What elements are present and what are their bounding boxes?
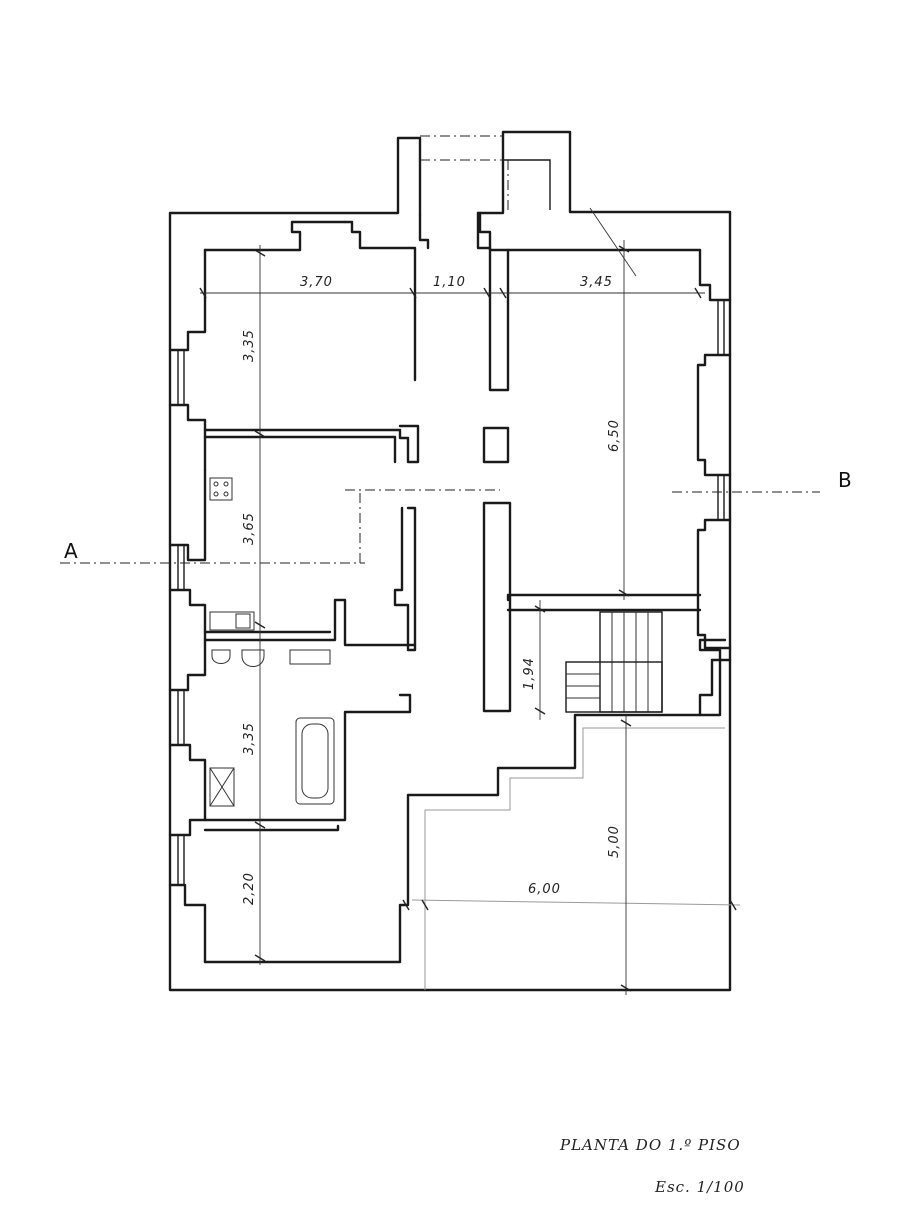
dim-label-width-right: 3,45 — [580, 275, 613, 290]
dim-label-width-middle: 1,10 — [433, 275, 466, 290]
dim-label-room4-depth: 2,20 — [242, 872, 257, 905]
stove-icon — [209, 477, 233, 501]
drawing-scale: Esc. 1/100 — [654, 1178, 745, 1196]
exterior-walls — [168, 130, 732, 992]
dimension-labels: 3,70 1,10 3,45 3,35 3,65 3,35 2,20 6,50 … — [242, 275, 622, 905]
section-mark-b: B — [838, 468, 852, 492]
terrace-outline — [411, 727, 741, 990]
shower-icon — [209, 767, 235, 807]
dim-label-terrace-depth: 5,00 — [607, 825, 622, 858]
drawing-title: PLANTA DO 1.º PISO — [559, 1136, 741, 1154]
dim-label-kitchen-depth: 3,65 — [242, 512, 257, 545]
dim-label-bath-depth: 3,35 — [242, 722, 257, 755]
dim-label-hall-depth: 6,50 — [607, 419, 622, 452]
kitchen-sink-icon — [209, 611, 255, 631]
section-mark-a: A — [64, 539, 78, 563]
dim-label-stair-depth: 1,94 — [522, 657, 537, 690]
dim-label-terrace-width: 6,00 — [528, 882, 561, 897]
bidet-icon — [241, 649, 265, 667]
staircase — [565, 611, 663, 713]
interior-walls — [203, 424, 702, 832]
fixtures — [209, 477, 335, 807]
bathtub-icon — [295, 717, 335, 805]
dim-label-width-left: 3,70 — [300, 275, 333, 290]
dimension-lines — [199, 207, 737, 995]
section-lines — [60, 489, 820, 564]
top-entrance — [343, 135, 551, 392]
washbasin-icon — [289, 649, 331, 665]
toilet-icon — [211, 649, 231, 664]
dim-label-room1-depth: 3,35 — [242, 329, 257, 362]
